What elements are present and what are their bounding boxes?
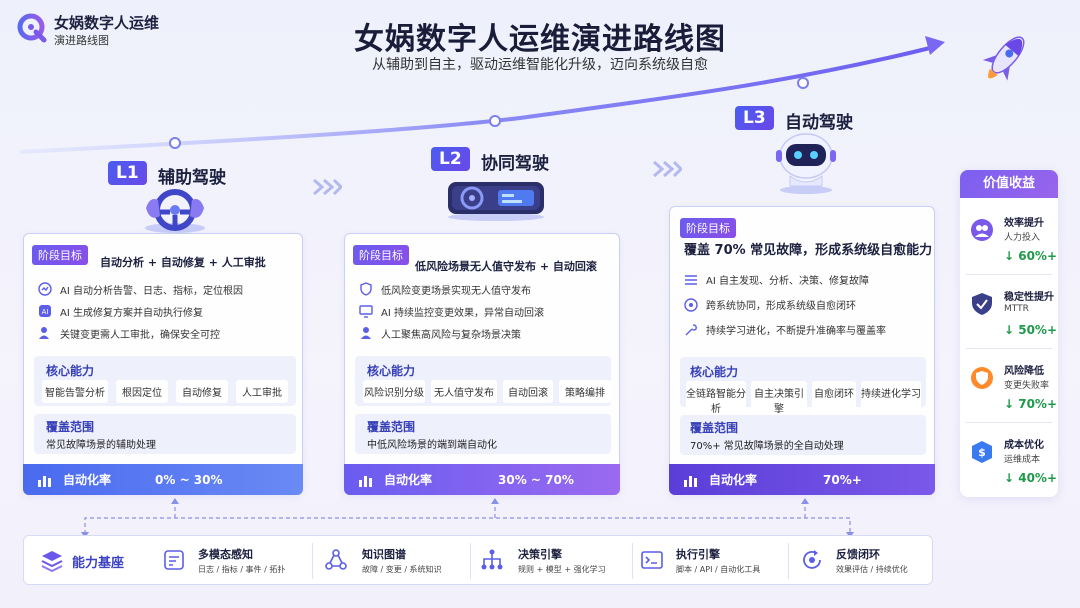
automation-rate-bar: 自动化率 0% ~ 30%	[23, 464, 303, 495]
capability-chip: 持续进化学习	[861, 381, 921, 419]
bullet-item: AI 自动分析告警、日志、指标，定位根因	[38, 278, 298, 300]
wrench-icon	[685, 323, 697, 335]
capability-chip: 全链路智能分析	[686, 381, 746, 419]
automation-rate-bar: 自动化率 70%+	[669, 464, 935, 495]
page-title: 女娲数字人运维演进路线图	[354, 22, 726, 57]
level-tag-l1: L1	[108, 161, 147, 185]
bar-chart-icon	[359, 475, 372, 487]
flow-icon	[685, 274, 697, 285]
capability-section: 核心能力 全链路智能分析 自主决策引擎 自愈闭环 持续进化学习	[680, 357, 926, 419]
network-icon	[684, 297, 698, 312]
base-item: 反馈闭环 效果评估 / 持续优化	[800, 542, 930, 582]
coverage-section: 覆盖范围 70%+ 常见故障场景的全自动处理	[680, 415, 926, 455]
capability-chip: 策略编排	[559, 380, 611, 403]
perception-icon	[164, 550, 184, 570]
capability-chip: 自愈闭环	[812, 381, 856, 419]
coverage-section: 覆盖范围 中低风险场景的端到端自动化	[355, 414, 611, 454]
knowledge-graph-icon	[325, 549, 347, 570]
capability-chip: 无人值守发布	[431, 380, 497, 403]
bullet-item: AI AI 生成修复方案并自动执行修复	[38, 300, 298, 322]
efficiency-icon	[971, 219, 993, 241]
connector-lines	[81, 498, 854, 538]
brand-title: 女娲数字人运维	[54, 14, 160, 32]
chevrons-right-icon	[313, 178, 342, 196]
level-name-l3: 自动驾驶	[785, 113, 853, 133]
goal-text: 自动分析 + 自动修复 + 人工审批	[100, 256, 266, 269]
user-check-icon	[39, 327, 49, 339]
capability-chip: 智能告警分析	[42, 380, 108, 403]
dashboard-icon	[448, 182, 544, 221]
value-item: $ 成本优化 运维成本 ↓ 40%+	[960, 428, 1058, 496]
capability-chip: 自动修复	[176, 380, 228, 403]
capability-chip: 人工审批	[236, 380, 288, 403]
cost-icon: $	[972, 441, 992, 463]
bullet-item: 低风险变更场景实现无人值守发布	[359, 278, 615, 300]
bullet-item: 关键变更需人工审批，确保安全可控	[38, 322, 298, 344]
roadmap-curve	[19, 36, 1025, 154]
capability-chip: 风险识别分级	[363, 380, 425, 403]
base-item: 多模态感知 日志 / 指标 / 事件 / 拓扑	[162, 542, 314, 582]
capability-chip: 自动回滚	[503, 380, 553, 403]
value-panel-title: 价值收益	[960, 170, 1058, 198]
ai-icon: AI	[39, 305, 51, 317]
capability-section: 核心能力 智能告警分析 根因定位 自动修复 人工审批	[34, 356, 296, 406]
goal-badge: 阶段目标	[680, 218, 736, 238]
level-card-l1: 阶段目标 自动分析 + 自动修复 + 人工审批 AI 自动分析告警、日志、指标，…	[23, 233, 303, 495]
execution-engine-icon	[641, 551, 663, 569]
milestone-dot-l2	[489, 115, 501, 127]
analysis-icon	[38, 282, 52, 296]
bar-chart-icon	[38, 475, 51, 487]
goal-badge: 阶段目标	[32, 245, 88, 265]
stability-shield-icon	[972, 293, 992, 315]
level-card-l2: 阶段目标 低风险场景无人值守发布 + 自动回滚 低风险变更场景实现无人值守发布 …	[344, 233, 620, 495]
goal-text: 覆盖 70% 常见故障，形成系统级自愈能力	[684, 243, 933, 258]
capability-chip: 根因定位	[116, 380, 168, 403]
bullet-item: 跨系统协同，形成系统级自愈闭环	[684, 292, 932, 317]
bullet-item: AI 自主发现、分析、决策、修复故障	[684, 267, 932, 292]
steering-wheel-icon	[145, 189, 205, 233]
milestone-dot-l1	[169, 137, 181, 149]
value-panel: 价值收益 效率提升 人力投入 ↓ 60%+ 稳定性提升 MTTR ↓ 50%+ …	[960, 170, 1058, 497]
svg-text:AI: AI	[42, 308, 49, 316]
feedback-loop-icon	[803, 550, 821, 569]
bullet-item: 持续学习进化，不断提升准确率与覆盖率	[684, 317, 932, 342]
base-title: 能力基座	[72, 556, 125, 571]
capability-base: 能力基座 多模态感知 日志 / 指标 / 事件 / 拓扑 知识图谱 故障 / 变…	[23, 535, 933, 585]
user-icon	[361, 327, 371, 339]
level-tag-l2: L2	[431, 147, 470, 171]
base-item: 知识图谱 故障 / 变更 / 系统知识	[324, 542, 464, 582]
base-item: 执行引擎 脚本 / API / 自动化工具	[640, 542, 790, 582]
bullet-item: 人工聚焦高风险与复杂场景决策	[359, 322, 615, 344]
capability-section: 核心能力 风险识别分级 无人值守发布 自动回滚 策略编排	[355, 356, 611, 406]
page-subtitle: 从辅助到自主，驱动运维智能化升级，迈向系统级自愈	[372, 57, 708, 73]
decision-tree-icon	[481, 549, 503, 570]
robot-icon	[776, 133, 836, 194]
milestone-dot-l3	[797, 77, 809, 89]
risk-shield-icon	[971, 367, 993, 389]
level-name-l2: 协同驾驶	[481, 154, 549, 174]
value-item: 风险降低 变更失败率 ↓ 70%+	[960, 354, 1058, 426]
brand-logo-icon	[17, 13, 47, 43]
value-item: 稳定性提升 MTTR ↓ 50%+	[960, 280, 1058, 352]
base-item: 决策引擎 规则 + 模型 + 强化学习	[480, 542, 630, 582]
value-item: 效率提升 人力投入 ↓ 60%+	[960, 206, 1058, 278]
chevrons-right-icon	[653, 160, 682, 178]
monitor-icon	[359, 305, 373, 318]
level-card-l3: 阶段目标 覆盖 70% 常见故障，形成系统级自愈能力 AI 自主发现、分析、决策…	[669, 206, 935, 495]
bar-chart-icon	[684, 475, 697, 487]
capability-chip: 自主决策引擎	[751, 381, 807, 419]
level-name-l1: 辅助驾驶	[158, 168, 226, 188]
rocket-icon	[982, 36, 1025, 81]
goal-badge: 阶段目标	[353, 245, 409, 265]
layers-icon	[41, 551, 63, 573]
coverage-section: 覆盖范围 常见故障场景的辅助处理	[34, 414, 296, 454]
svg-text:$: $	[978, 446, 986, 459]
goal-text: 低风险场景无人值守发布 + 自动回滚	[415, 260, 597, 273]
brand-subtitle: 演进路线图	[54, 34, 109, 47]
automation-rate-bar: 自动化率 30% ~ 70%	[344, 464, 620, 495]
bullet-item: AI 持续监控变更效果，异常自动回滚	[359, 300, 615, 322]
shield-icon	[360, 282, 372, 296]
level-tag-l3: L3	[735, 106, 774, 130]
